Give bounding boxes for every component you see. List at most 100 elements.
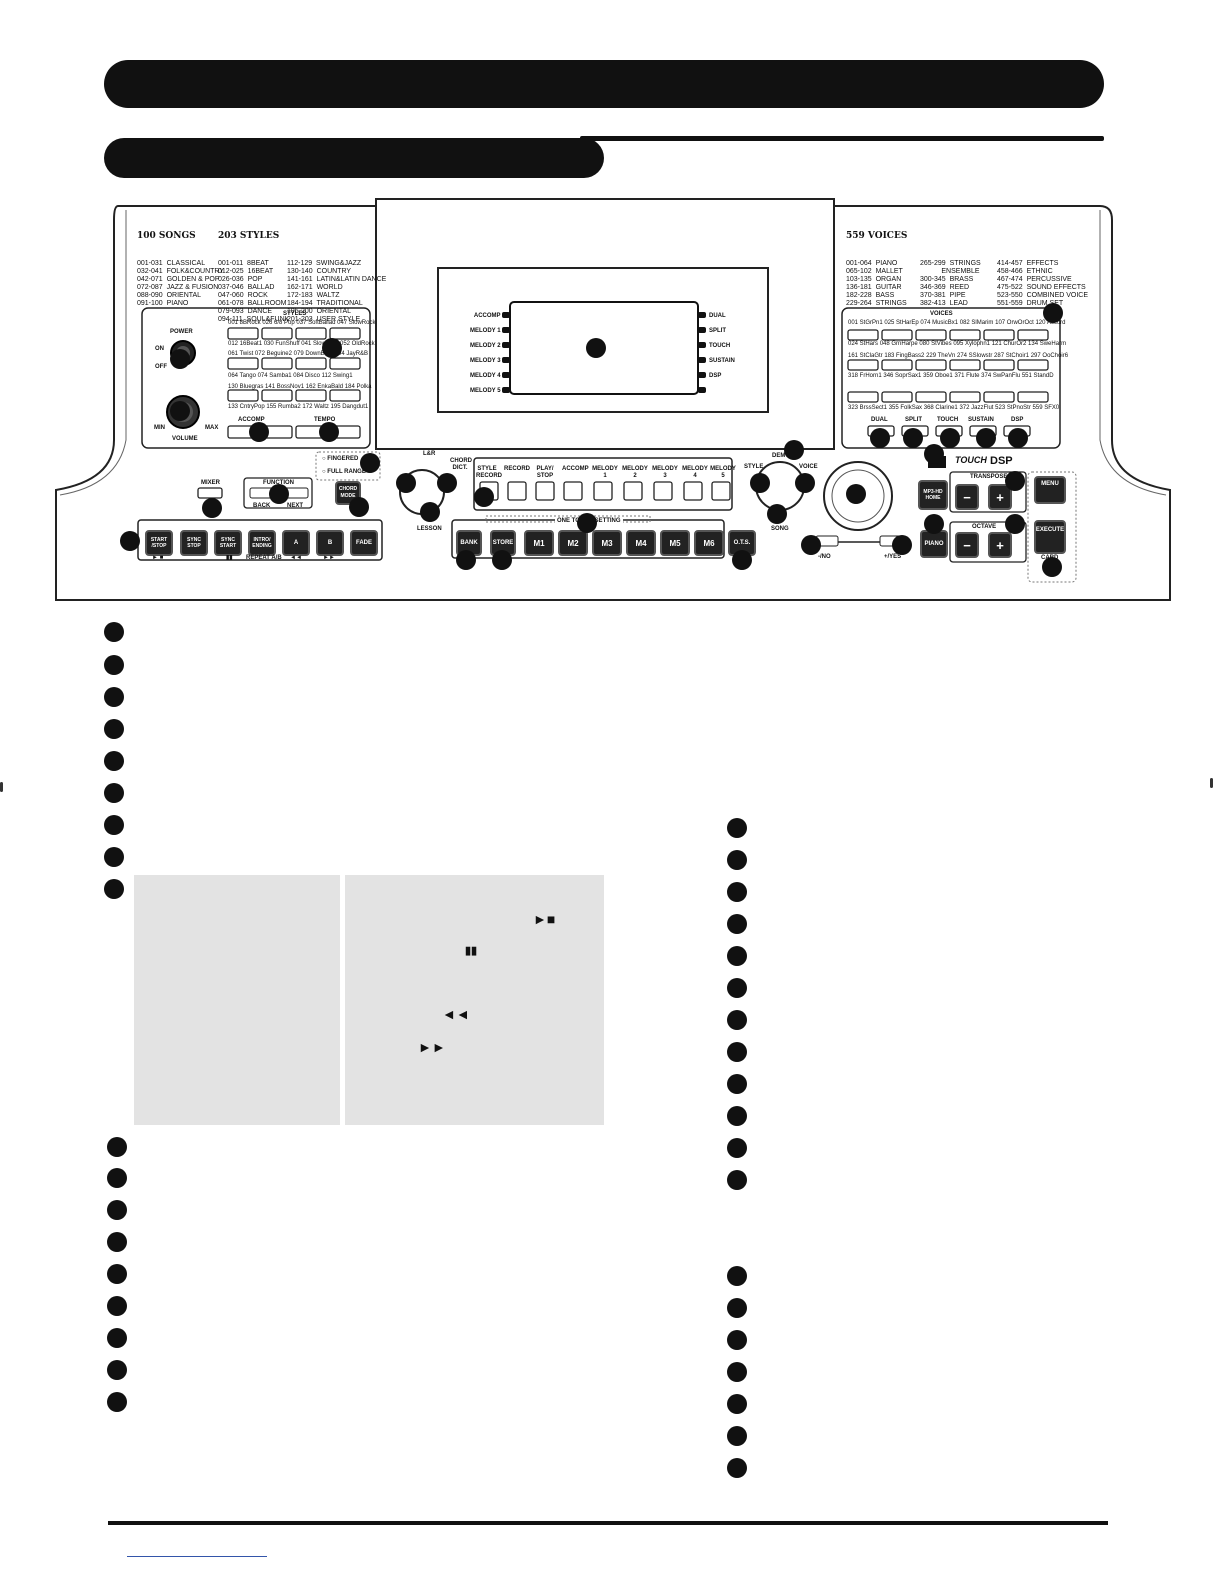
octave-plus-button[interactable]: + [988,532,1012,558]
callout-dot [727,1010,747,1030]
memory-button-m5[interactable]: M5 [660,530,690,556]
volume-label: VOLUME [172,436,198,442]
callout-dot [750,473,770,493]
callout-dot [456,550,476,570]
callout-dot [104,879,124,899]
callout-dot [104,719,124,739]
callout-dot [846,484,866,504]
callout-dot [107,1392,127,1412]
styles-panel-title: STYLES [283,311,307,317]
callout-dot [976,428,996,448]
song-label: SONG [771,526,789,532]
callout-dot [732,550,752,570]
fingered-label: ○ FINGERED [322,456,359,462]
callout-dot [107,1264,127,1284]
no-label: -/NO [818,554,831,560]
mp3-home-button[interactable]: MP3-HD HOME [918,480,948,510]
sync-start-button[interactable]: SYNC START [214,530,242,556]
callout-dot [940,428,960,448]
callout-dot [1005,514,1025,534]
callout-dot [104,687,124,707]
style-label: STYLE [744,464,764,470]
callout-dot [727,1330,747,1350]
callout-dot [1008,428,1028,448]
sync-stop-button[interactable]: SYNC STOP [180,530,208,556]
callout-dot [349,497,369,517]
function-label: FUNCTION [263,480,294,486]
callout-dot [420,502,440,522]
callout-dot [107,1168,127,1188]
callout-dot [924,514,944,534]
callout-dot [767,504,787,524]
chord-dict-label: CHORD DICT. [450,458,472,471]
forward-glyph: ►► [323,555,335,561]
rewind-icon: ◄◄ [442,1006,470,1022]
callout-dot [727,1074,747,1094]
callout-dot [104,655,124,675]
callout-dot [727,946,747,966]
footer-link-underline [127,1556,267,1557]
intro-ending-button[interactable]: INTRO/ ENDING [248,530,276,556]
callout-dot [1042,557,1062,577]
octave-label: OCTAVE [972,524,997,530]
dual-label: DUAL [871,417,888,423]
callout-dot [107,1137,127,1157]
styles-heading: 203 STYLES [218,231,280,241]
octave-minus-button[interactable]: − [955,532,979,558]
callout-dot [727,1426,747,1446]
memory-button-m4[interactable]: M4 [626,530,656,556]
callout-dot [104,751,124,771]
demo-label: DEMO [772,453,790,459]
callout-dot [727,850,747,870]
variation-b-button[interactable]: B [316,530,344,556]
callout-dot [727,818,747,838]
variation-a-button[interactable]: A [282,530,310,556]
section-rule [580,136,1104,141]
callout-dot [202,498,222,518]
callout-dot [924,444,944,464]
callout-dot [1005,471,1025,491]
start-stop-button[interactable]: START /STOP [145,530,173,556]
back-label: BACK [253,503,271,509]
memory-button-m1[interactable]: M1 [524,530,554,556]
voice-label: VOICE [799,464,818,470]
callout-dot [474,487,494,507]
memory-button-m6[interactable]: M6 [694,530,724,556]
fade-button[interactable]: FADE [350,530,378,556]
callout-dot [870,428,890,448]
callout-dot [727,1458,747,1478]
voices-panel-title: VOICES [930,311,953,317]
callout-dot [104,783,124,803]
on-label: ON [155,346,164,352]
callout-dot [727,1298,747,1318]
repeat-ab-label: REPEAT A/B [246,555,282,561]
record-section-labels: STYLE RECORD RECORD PLAY/ STOP ACCOMP ME… [476,466,736,479]
ots-button[interactable]: O.T.S. [728,530,756,556]
callout-dot [795,473,815,493]
legend-box-right [345,875,604,1125]
memory-button-m3[interactable]: M3 [592,530,622,556]
execute-button[interactable]: EXECUTE [1034,520,1066,554]
callout-dot [727,1138,747,1158]
off-label: OFF [155,364,167,370]
piano-button[interactable]: PIANO [920,530,948,558]
pause-glyph: ▮▮ [226,555,233,561]
memory-button-m2[interactable]: M2 [558,530,588,556]
transpose-minus-button[interactable]: − [955,484,979,510]
callout-dot [360,453,380,473]
callout-dot [1043,303,1063,323]
forward-icon: ►► [418,1039,446,1055]
callout-dot [104,622,124,642]
dsp-logo: DSP [990,455,1013,467]
callout-dot [249,422,269,442]
chord-mode-button[interactable]: CHORD MODE [338,486,358,499]
min-label: MIN [154,425,165,431]
menu-button[interactable]: MENU [1034,476,1066,504]
callout-dot [892,535,912,555]
callout-dot [170,349,190,369]
transpose-label: TRANSPOSE [970,474,1008,480]
